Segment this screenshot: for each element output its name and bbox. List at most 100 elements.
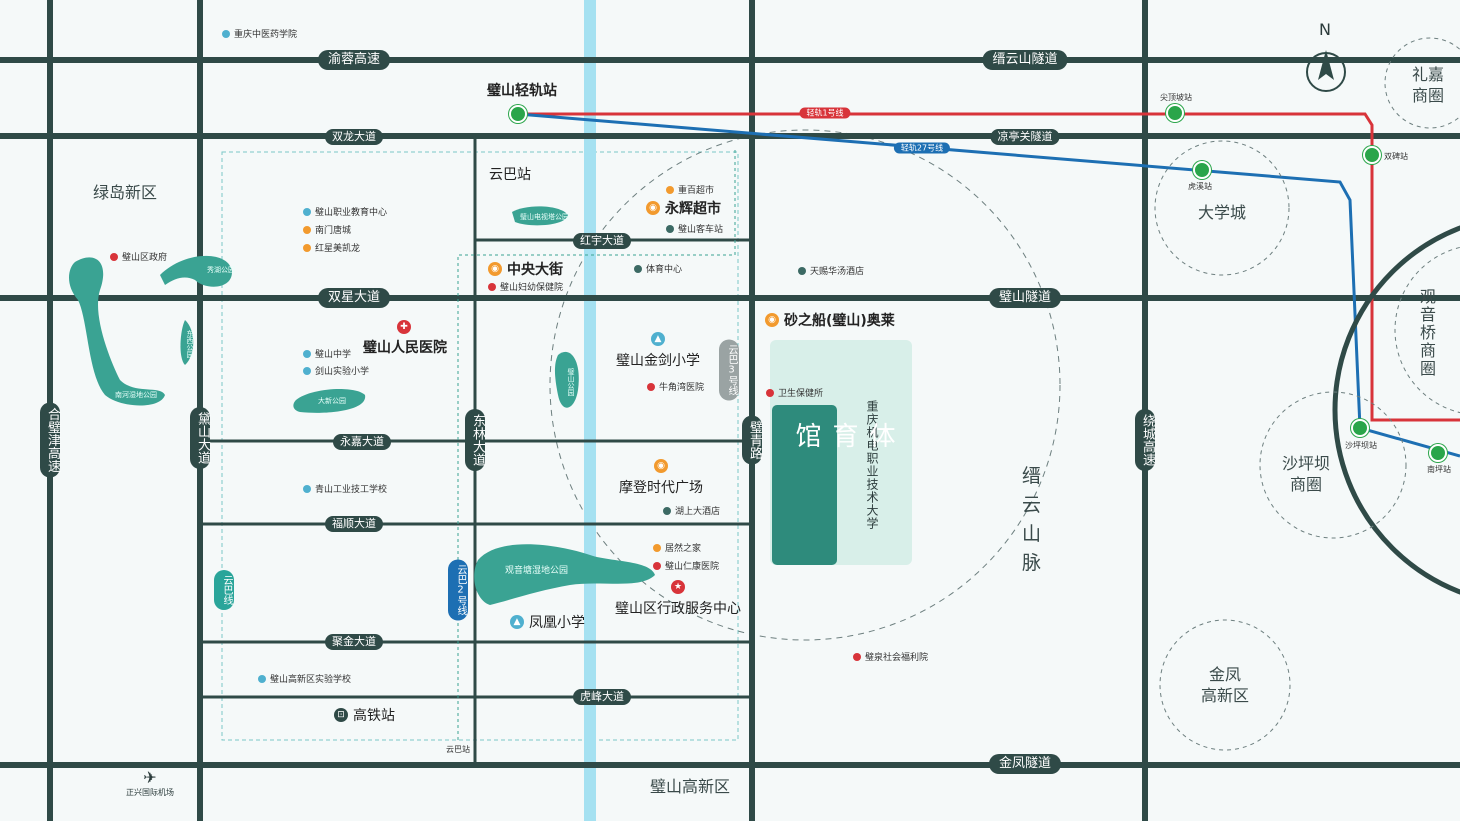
government-icon: ★ — [671, 580, 685, 594]
park-dianbo — [512, 206, 568, 226]
compass-arrow — [1318, 50, 1334, 80]
poi-tiyu: 体育中心 — [634, 262, 682, 275]
station-yunba-small: 云巴站 — [446, 745, 470, 754]
road-yurong: 渝蓉高速 — [317, 50, 391, 70]
yunba-line3-badge: 云巴3号线 — [719, 339, 739, 401]
poi-xingzheng: ★璧山区行政服务中心 — [615, 580, 741, 617]
road-liangtingguan: 凉亭关隧道 — [990, 129, 1060, 145]
yunba-line2-badge: 云巴2号线 — [448, 559, 468, 621]
road-fushun: 福顺大道 — [325, 516, 383, 532]
park-nanhe — [69, 257, 165, 406]
station-jiandingpo: 尖顶坡站 — [1160, 93, 1192, 102]
poi-niujiao: 牛角湾医院 — [647, 380, 704, 393]
poi-quzhengfu: 璧山区政府 — [110, 250, 167, 263]
train-icon: ⊡ — [334, 708, 348, 722]
road-shuanglong: 双龙大道 — [325, 129, 383, 145]
poi-hushang: 湖上大酒店 — [663, 504, 720, 517]
poi-yonghui: ◉永辉超市 — [646, 198, 721, 218]
poi-jianshi: 剑山实验小学 — [303, 364, 369, 377]
poi-fuyou: 璧山妇幼保健院 — [488, 280, 563, 293]
district-shapingba: 沙坪坝 商圈 — [1282, 454, 1331, 494]
poi-tianci: 天赐华汤酒店 — [798, 264, 864, 277]
poi-gaoxinshiyan: 璧山高新区实验学校 — [258, 672, 351, 685]
road-jujin: 聚金大道 — [325, 634, 383, 650]
park-xiuhu-label: 秀湖公园 — [207, 266, 235, 274]
guanyinqiao-circle — [1394, 246, 1460, 414]
stadium-label: 体 育 馆 — [791, 422, 895, 456]
district-lijia: 礼嘉 商圈 — [1412, 65, 1445, 105]
station-nanping-icon — [1429, 444, 1447, 462]
station-shapingba-icon — [1351, 419, 1369, 437]
station-bishan-rail: 璧山轻轨站 — [487, 83, 557, 99]
road-biqing: 璧青路 — [742, 415, 762, 465]
park-jinzhi — [554, 351, 579, 408]
school-icon: ▲ — [510, 615, 524, 629]
park-guanyin — [474, 544, 655, 605]
road-jinyunshan-tunnel: 缙云山隧道 — [982, 50, 1068, 70]
shop-icon: ◉ — [488, 262, 502, 276]
poi-zhongqing-jd: 重庆机电职业技术大学 — [865, 400, 879, 530]
daxuecheng-circle — [1154, 140, 1290, 276]
station-gaotie: ⊡高铁站 — [334, 705, 395, 725]
district-guanyinqiao: 观 音 桥 商 圈 — [1420, 287, 1437, 378]
road-daishan: 黛山大道 — [190, 407, 210, 469]
rail-line1-label: 轻轨1号线 — [799, 107, 851, 119]
station-shuangbei-icon — [1363, 146, 1381, 164]
station-huxi-icon — [1193, 161, 1211, 179]
station-bishan-rail-icon — [509, 105, 527, 123]
hospital-icon: ✚ — [397, 320, 411, 334]
station-shapingba: 沙坪坝站 — [1345, 441, 1377, 450]
road-shuangxing: 双星大道 — [317, 288, 391, 308]
yunba-line-badge: 云巴线 — [214, 570, 234, 610]
shop-icon: ◉ — [654, 459, 668, 473]
shapingba-circle — [1259, 391, 1407, 539]
poi-bishanzhongxue: 璧山中学 — [303, 347, 351, 360]
radius-circle — [549, 129, 1061, 641]
road-hufeng: 虎峰大道 — [573, 689, 631, 705]
district-jinyun: 缙 云 山 脉 — [1022, 465, 1042, 574]
park-dongxi-label: 东西公园 — [186, 330, 194, 358]
poi-airport: ✈正兴国际机场 — [126, 768, 174, 797]
jinfeng-circle — [1159, 619, 1291, 751]
road-hebijin: 合璧津高速 — [40, 402, 60, 478]
poi-keyun: 璧山客车站 — [666, 222, 723, 235]
compass-north-label: N — [1319, 20, 1331, 39]
park-jinzhi-label: 璧山公园 — [567, 368, 575, 396]
park-xiuhu — [160, 255, 232, 287]
shop-icon: ◉ — [765, 313, 779, 327]
poi-zhongyi: 重庆中医药学院 — [222, 27, 297, 40]
station-jiandingpo-icon — [1166, 104, 1184, 122]
park-nanhe-label: 南河湿地公园 — [115, 391, 157, 399]
road-bishan-tunnel: 璧山隧道 — [988, 288, 1062, 308]
poi-fuli: 璧泉社会福利院 — [853, 650, 928, 663]
park-guanyin-label: 观音塘湿地公园 — [505, 566, 569, 576]
poi-shazhichuan: ◉砂之船(璧山)奥莱 — [765, 310, 895, 330]
poi-baihuo: 重百超市 — [666, 183, 714, 196]
district-daxuecheng: 大学城 — [1198, 203, 1247, 222]
lijia-circle — [1384, 37, 1460, 129]
poi-renmin: ✚璧山人民医院 — [363, 320, 447, 356]
poi-hongxing: 红星美凯龙 — [303, 241, 360, 254]
poi-fenghuang: ▲凤凰小学 — [510, 612, 585, 632]
district-bishan-gx: 璧山高新区 — [650, 777, 731, 796]
poi-jinjian: ▲璧山金剑小学 — [616, 332, 700, 369]
park-daxin — [293, 388, 366, 413]
ring-arc — [1332, 225, 1460, 595]
park-daxin-label: 大新公园 — [318, 397, 346, 405]
poi-weisheng: 卫生保健所 — [766, 386, 823, 399]
rail-line-1 — [518, 112, 1460, 422]
poi-nanmen: 南门唐城 — [303, 223, 351, 236]
station-nanping: 南坪站 — [1427, 465, 1451, 474]
road-donglin: 东林大道 — [465, 409, 485, 471]
poi-qingshan: 青山工业技工学校 — [303, 482, 387, 495]
poi-renkang: 璧山仁康医院 — [653, 559, 719, 572]
shop-icon: ◉ — [646, 201, 660, 215]
road-yongjia: 永嘉大道 — [333, 434, 391, 450]
district-lvdao: 绿岛新区 — [93, 183, 158, 202]
poi-jurangzhijia: 居然之家 — [653, 541, 701, 554]
road-raocheng: 绕城高速 — [1135, 409, 1155, 471]
river — [584, 0, 596, 821]
airplane-icon: ✈ — [143, 768, 157, 787]
